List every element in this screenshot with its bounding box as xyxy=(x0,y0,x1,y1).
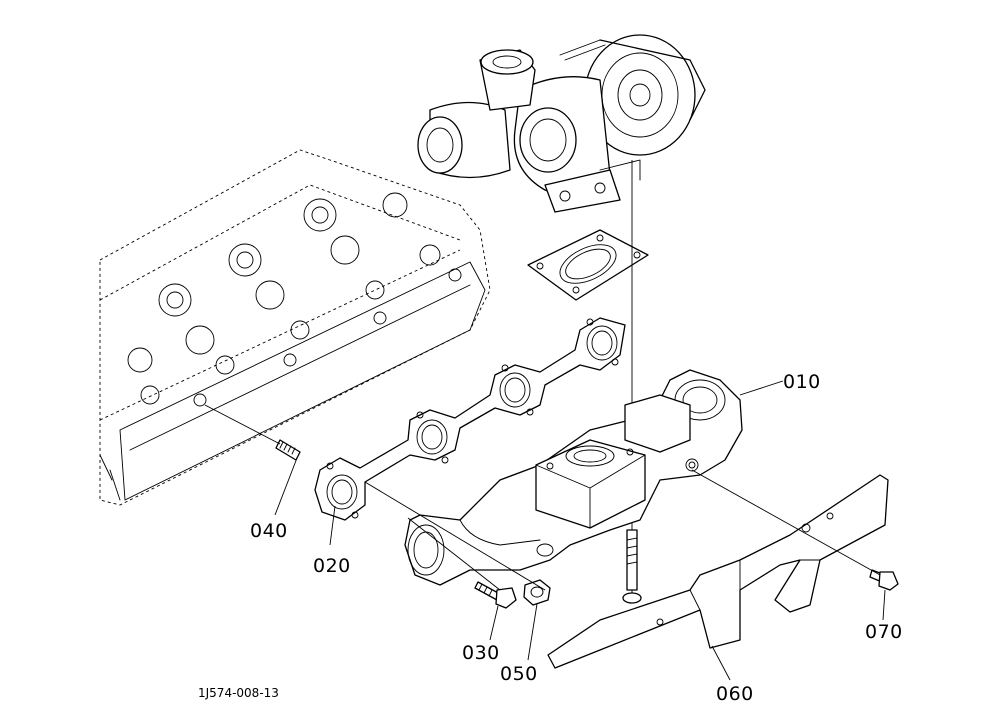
drawing-number: 1J574-008-13 xyxy=(198,686,279,700)
turbo-gasket xyxy=(527,229,649,301)
manifold-gasket xyxy=(314,317,626,521)
stud-bolt xyxy=(204,404,301,461)
turbo-stud-bolt xyxy=(622,529,642,604)
callout-020: 020 xyxy=(313,555,351,577)
callout-040: 040 xyxy=(250,520,288,542)
turbocharger xyxy=(417,34,706,213)
callout-050: 050 xyxy=(500,663,538,685)
callout-070: 070 xyxy=(865,621,903,643)
callout-010: 010 xyxy=(783,371,821,393)
exhaust-manifold xyxy=(404,369,743,586)
leader-lines xyxy=(274,380,886,681)
nut-050 xyxy=(523,579,551,606)
heat-shield xyxy=(547,474,889,669)
cylinder-head xyxy=(99,149,491,506)
callout-030: 030 xyxy=(462,642,500,664)
callout-060: 060 xyxy=(716,683,754,705)
bolt-030 xyxy=(474,581,517,609)
bolt-070 xyxy=(869,569,899,591)
